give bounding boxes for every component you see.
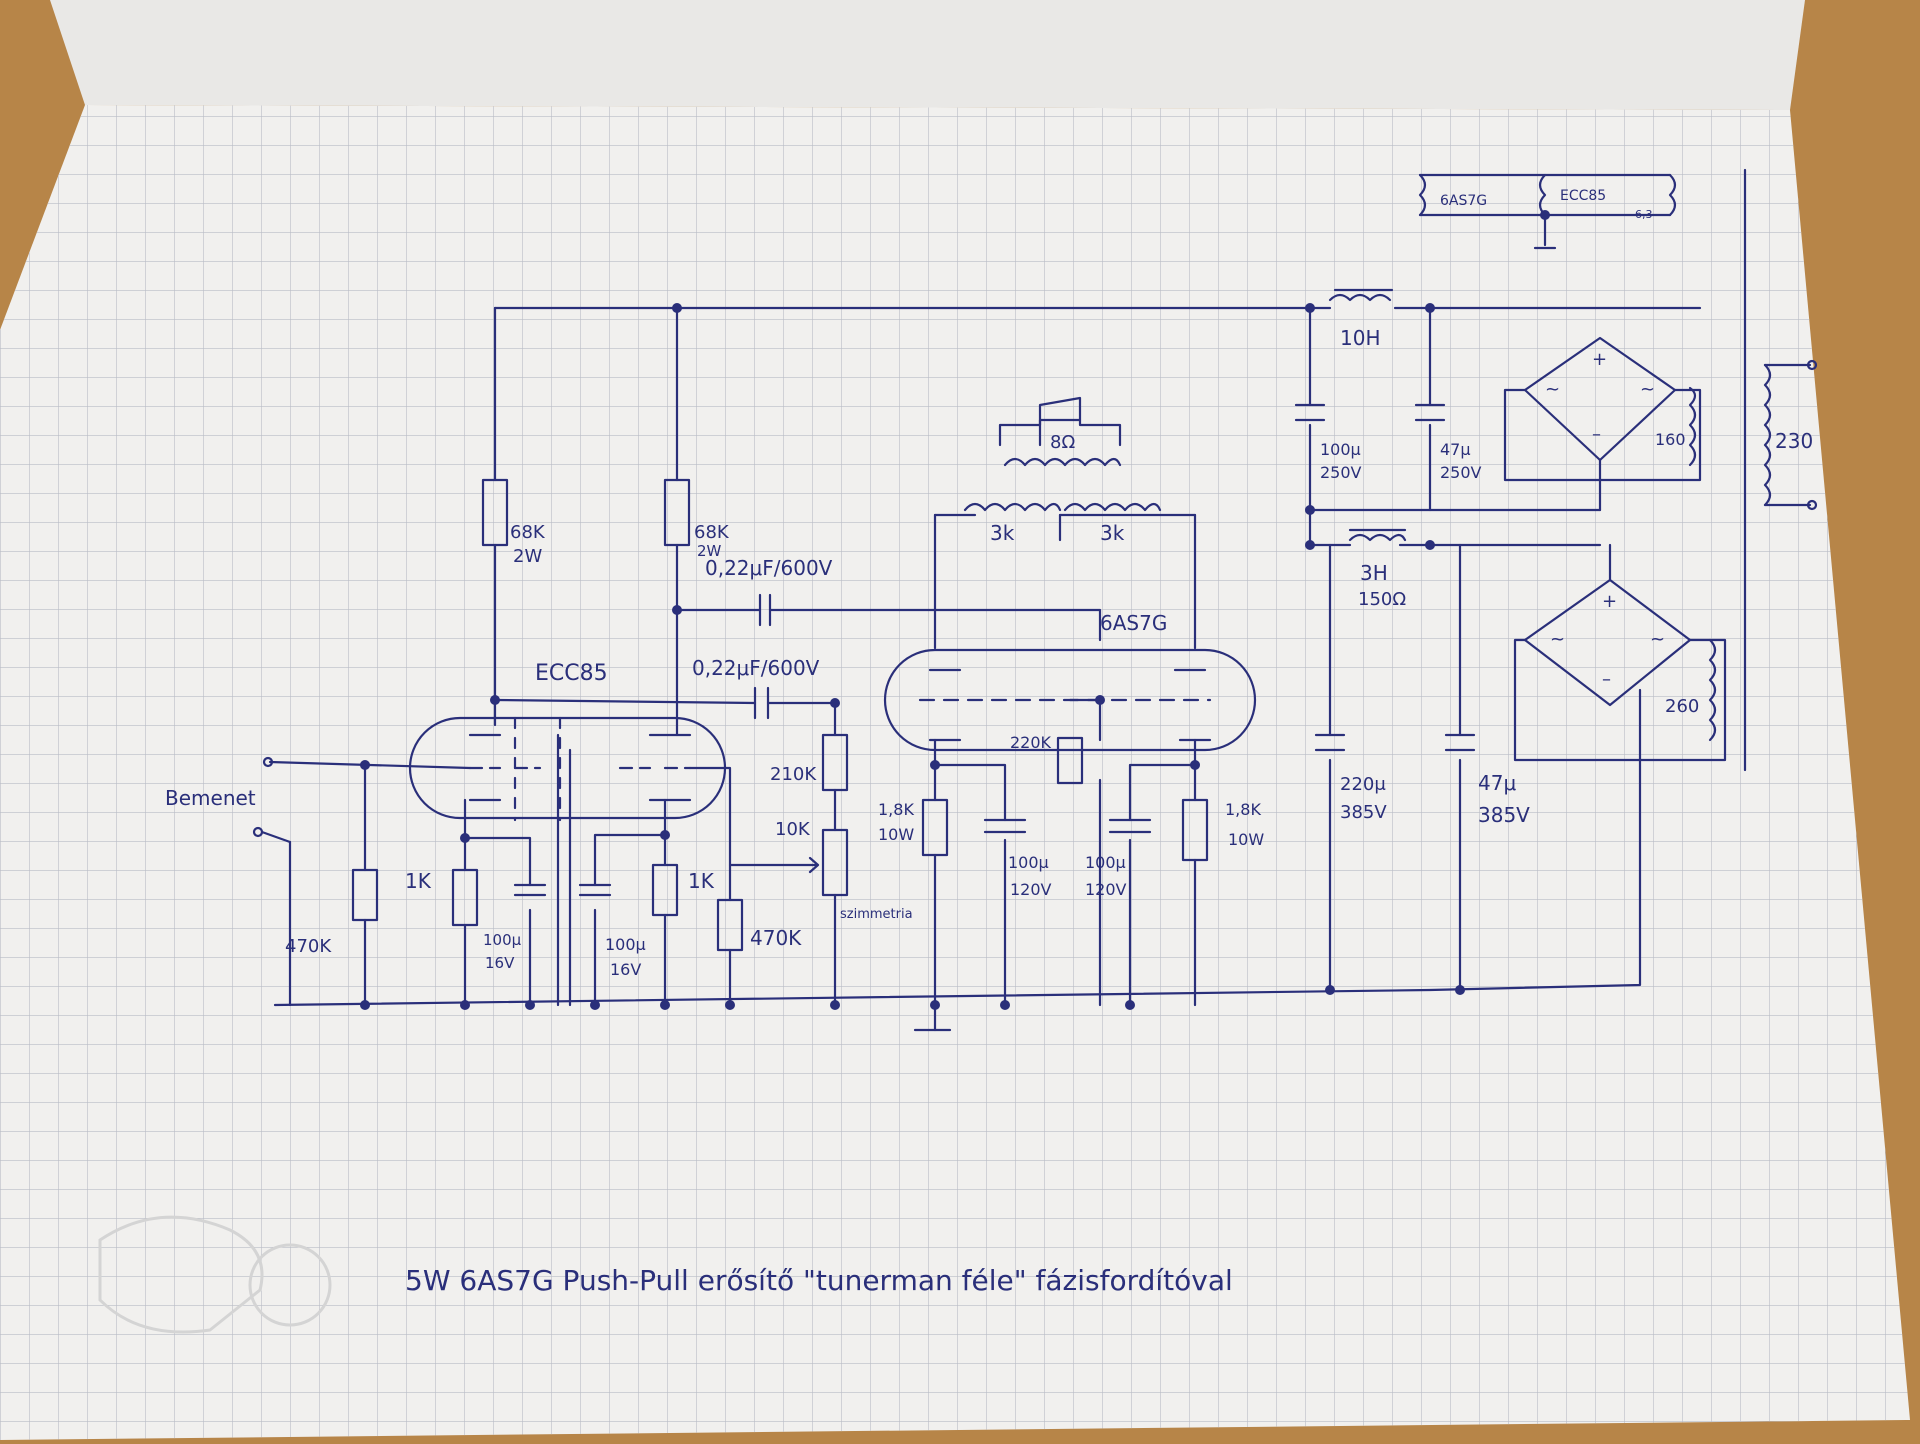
label-pot: 10K: [775, 819, 811, 840]
label-c-filter-bot-2-v: 385V: [1478, 803, 1530, 827]
label-bridge-top-minus: –: [1592, 424, 1601, 445]
label-c-cathode-power-right-v: 120V: [1085, 880, 1127, 899]
label-pot-caption: szimmetria: [840, 907, 913, 922]
caption: 5W 6AS7G Push-Pull erősítő "tunerman fél…: [405, 1264, 1233, 1297]
label-choke-top: 10H: [1340, 326, 1381, 350]
label-r-grid-power: 220K: [1010, 733, 1052, 752]
circuit-junctions: [360, 210, 1550, 1010]
label-c-filter-top-2: 47μ: [1440, 440, 1471, 459]
label-c-cathode-right: 100μ: [605, 935, 646, 954]
label-mains: 230: [1775, 429, 1813, 453]
label-c-filter-top-1: 100μ: [1320, 440, 1361, 459]
label-r-cathode-left: 1K: [405, 869, 432, 893]
label-heater-voltage: 6,3: [1635, 208, 1653, 221]
label-choke-bottom-r: 150Ω: [1358, 589, 1406, 610]
label-c-coupling-bottom: 0,22μF/600V: [692, 656, 820, 680]
label-c-cathode-power-right: 100μ: [1085, 853, 1126, 872]
label-c-cathode-left: 100μ: [483, 931, 522, 949]
label-r-plate-right-w: 2W: [697, 542, 722, 560]
label-r-plate-left-w: 2W: [513, 546, 542, 567]
label-bridge-bottom-ac-right: ~: [1650, 629, 1665, 650]
label-bridge-top-ac-left: ~: [1545, 379, 1560, 400]
grid-paper: [0, 105, 1910, 1440]
label-r-grid-right: 470K: [750, 926, 802, 950]
label-r-cathode-power-right: 1,8K: [1225, 800, 1261, 819]
label-heater-6as7g: 6AS7G: [1440, 193, 1487, 209]
label-input: Bemenet: [165, 786, 256, 810]
label-c-filter-bot-1-v: 385V: [1340, 802, 1387, 823]
notebook-page-top: [50, 0, 1805, 110]
label-c-filter-top-2-v: 250V: [1440, 463, 1482, 482]
label-c-coupling-top: 0,22μF/600V: [705, 556, 833, 580]
label-c-filter-bot-2: 47μ: [1478, 771, 1516, 795]
circuit-wiring: [252, 168, 1818, 1032]
label-c-cathode-left-v: 16V: [485, 954, 515, 972]
label-c-filter-top-1-v: 250V: [1320, 463, 1362, 482]
notebook-watermark: [98, 1215, 332, 1334]
component-labels: ECC85 6AS7G 6AS7G ECC85 6,3 Bemenet 68K …: [165, 188, 1813, 1297]
label-bridge-bottom-ac-left: ~: [1550, 629, 1565, 650]
label-r-plate-left: 68K: [510, 522, 546, 543]
label-choke-bottom: 3H: [1360, 561, 1388, 585]
label-c-cathode-right-v: 16V: [610, 960, 641, 979]
label-sec-top: 160: [1655, 430, 1686, 449]
label-bridge-bottom-plus: +: [1602, 591, 1617, 612]
label-r-cathode-power-left-w: 10W: [878, 825, 914, 844]
label-r-bias: 210K: [770, 764, 817, 785]
label-bridge-top-plus: +: [1592, 349, 1607, 370]
label-tube-power: 6AS7G: [1100, 611, 1167, 635]
label-r-cathode-right: 1K: [688, 869, 715, 893]
label-bridge-top-ac-right: ~: [1640, 379, 1655, 400]
label-r-input: 470K: [285, 936, 332, 957]
label-r-cathode-power-left: 1,8K: [878, 800, 914, 819]
label-ot-primary-right: 3k: [1100, 521, 1125, 545]
label-bridge-bottom-minus: –: [1602, 669, 1611, 690]
label-c-cathode-power-left: 100μ: [1008, 853, 1049, 872]
label-c-cathode-power-left-v: 120V: [1010, 880, 1052, 899]
label-tube-driver: ECC85: [535, 661, 608, 686]
label-heater-ecc85: ECC85: [1560, 188, 1606, 204]
label-speaker: 8Ω: [1050, 432, 1075, 453]
label-sec-bottom: 260: [1665, 696, 1699, 717]
label-c-filter-bot-1: 220μ: [1340, 774, 1386, 795]
label-r-cathode-power-right-w: 10W: [1228, 830, 1264, 849]
label-ot-primary-left: 3k: [990, 521, 1015, 545]
label-r-plate-right: 68K: [694, 522, 730, 543]
